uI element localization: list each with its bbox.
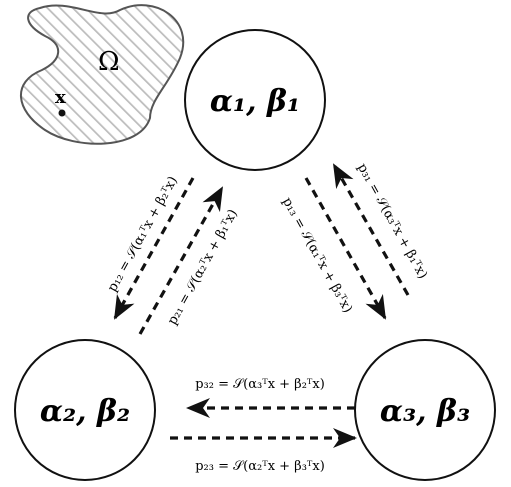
edge-p32-label: p₃₂ = 𝒮(α₃ᵀx + β₂ᵀx) — [195, 377, 325, 392]
region-omega: Ω x — [20, 4, 185, 145]
edge-p13: p₁₃ = 𝒮(α₁ᵀx + β₃ᵀx) — [279, 177, 387, 320]
region-omega-shape — [20, 4, 185, 145]
node-2-circle — [14, 339, 156, 481]
edge-p12-arrow — [113, 177, 195, 320]
node-3-circle — [354, 339, 496, 481]
edge-p13-label: p₁₃ = 𝒮(α₁ᵀx + β₃ᵀx) — [279, 195, 355, 316]
node-1: α₁, β₁ — [184, 29, 326, 171]
node-1-circle — [184, 29, 326, 171]
edge-p23-label: p₂₃ = 𝒮(α₂ᵀx + β₃ᵀx) — [195, 459, 325, 474]
region-point-dot — [58, 109, 66, 117]
edge-p31: p₃₁ = 𝒮(α₃ᵀx + β₁ᵀx) — [332, 161, 430, 296]
edge-p12-label: p₁₂ = 𝒮(α₁ᵀx + β₂ᵀx) — [105, 174, 181, 295]
edge-p23: p₂₃ = 𝒮(α₂ᵀx + β₃ᵀx) — [170, 428, 357, 474]
node-3: α₃, β₃ — [354, 339, 496, 481]
edge-p31-arrow — [332, 163, 410, 296]
node-1-label: α₁, β₁ — [210, 84, 300, 119]
node-3-label: α₃, β₃ — [380, 394, 470, 429]
region-point-label: x — [55, 87, 66, 108]
node-2: α₂, β₂ — [14, 339, 156, 481]
node-2-label: α₂, β₂ — [40, 394, 130, 429]
edge-p32: p₃₂ = 𝒮(α₃ᵀx + β₂ᵀx) — [186, 377, 355, 418]
edge-p13-arrow — [304, 177, 387, 320]
region-omega-label: Ω — [98, 47, 120, 77]
